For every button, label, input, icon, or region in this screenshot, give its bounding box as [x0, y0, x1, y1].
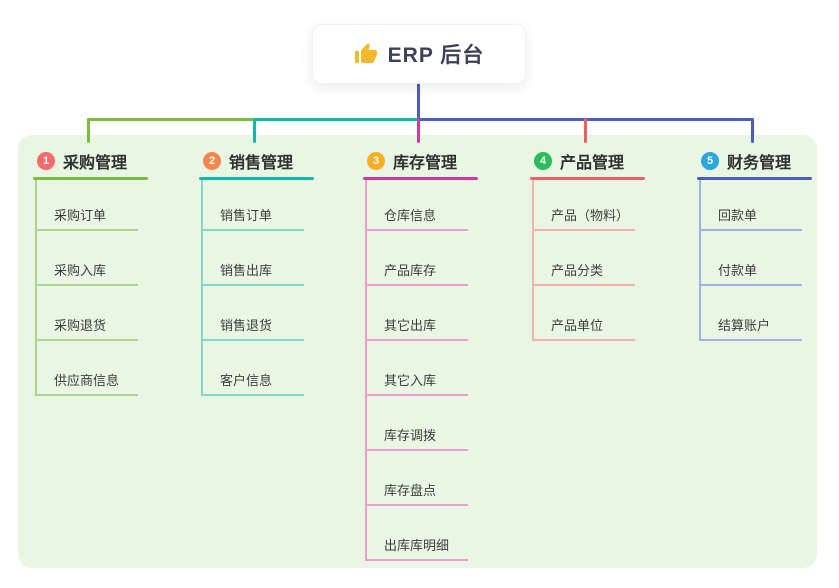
branch-drop-line	[750, 118, 754, 143]
root-node[interactable]: ERP 后台	[312, 24, 526, 84]
children-connector-line	[699, 180, 701, 341]
trunk-segment-teal	[254, 118, 418, 121]
branch-underline	[363, 177, 478, 180]
branch-header[interactable]: 3 库存管理	[367, 150, 457, 172]
child-node-销售订单[interactable]: 销售订单	[220, 208, 273, 223]
child-node-回款单[interactable]: 回款单	[718, 208, 758, 223]
branch-title: 采购管理	[63, 155, 128, 172]
branch-title: 销售管理	[229, 155, 294, 172]
branch-title: 产品管理	[560, 155, 625, 172]
child-node-产品单位[interactable]: 产品单位	[551, 318, 604, 333]
child-node-供应商信息[interactable]: 供应商信息	[54, 373, 120, 388]
child-node-其它出库[interactable]: 其它出库	[384, 318, 437, 333]
child-underline	[35, 394, 138, 396]
child-underline	[532, 229, 635, 231]
child-node-销售出库[interactable]: 销售出库	[220, 263, 273, 278]
trunk-segment-green	[86, 118, 254, 121]
children-connector-line	[201, 180, 203, 396]
children-connector-line	[365, 180, 367, 561]
children-connector-line	[35, 180, 37, 396]
child-underline	[365, 339, 468, 341]
branch-number-badge: 3	[367, 152, 385, 170]
root-node-label: ERP 后台	[387, 44, 485, 67]
child-node-其它入库[interactable]: 其它入库	[384, 373, 437, 388]
child-underline	[201, 229, 304, 231]
child-underline	[699, 284, 802, 286]
branch-drop-line	[86, 118, 90, 143]
child-underline	[365, 394, 468, 396]
thumbs-up-icon	[354, 42, 378, 66]
child-node-库存调拨[interactable]: 库存调拨	[384, 428, 437, 443]
child-node-产品分类[interactable]: 产品分类	[551, 263, 604, 278]
branch-header[interactable]: 4 产品管理	[534, 150, 624, 172]
child-underline	[365, 284, 468, 286]
branch-number-badge: 5	[701, 152, 719, 170]
child-node-产品库存[interactable]: 产品库存	[384, 263, 437, 278]
child-node-客户信息[interactable]: 客户信息	[220, 373, 273, 388]
child-underline	[532, 284, 635, 286]
branch-drop-line	[416, 118, 420, 143]
child-underline	[201, 394, 304, 396]
child-underline	[699, 339, 802, 341]
branch-number-badge: 1	[37, 152, 55, 170]
child-node-产品（物料）[interactable]: 产品（物料）	[551, 208, 630, 223]
branch-number-badge: 2	[203, 152, 221, 170]
child-underline	[365, 449, 468, 451]
branch-underline	[697, 177, 812, 180]
child-underline	[532, 339, 635, 341]
child-underline	[201, 284, 304, 286]
child-underline	[699, 229, 802, 231]
branch-underline	[199, 177, 314, 180]
child-node-出库库明细[interactable]: 出库库明细	[384, 538, 450, 553]
branch-underline	[33, 177, 148, 180]
child-underline	[365, 559, 468, 561]
child-node-库存盘点[interactable]: 库存盘点	[384, 483, 437, 498]
child-node-采购入库[interactable]: 采购入库	[54, 263, 107, 278]
board-background	[18, 135, 817, 568]
children-connector-line	[532, 180, 534, 341]
branch-header[interactable]: 2 销售管理	[203, 150, 293, 172]
branch-title: 库存管理	[393, 155, 458, 172]
branch-header[interactable]: 5 财务管理	[701, 150, 791, 172]
child-underline	[365, 229, 468, 231]
child-underline	[201, 339, 304, 341]
child-node-付款单[interactable]: 付款单	[718, 263, 758, 278]
child-underline	[35, 229, 138, 231]
child-node-采购退货[interactable]: 采购退货	[54, 318, 107, 333]
child-node-结算账户[interactable]: 结算账户	[718, 318, 771, 333]
child-node-仓库信息[interactable]: 仓库信息	[384, 208, 437, 223]
branch-title: 财务管理	[727, 155, 792, 172]
branch-drop-line	[252, 118, 256, 143]
child-node-采购订单[interactable]: 采购订单	[54, 208, 107, 223]
branch-header[interactable]: 1 采购管理	[37, 150, 127, 172]
branch-number-badge: 4	[534, 152, 552, 170]
root-connector-line	[416, 82, 420, 121]
child-underline	[35, 339, 138, 341]
child-underline	[365, 504, 468, 506]
branch-drop-line	[583, 118, 587, 143]
branch-underline	[530, 177, 645, 180]
child-underline	[35, 284, 138, 286]
child-node-销售退货[interactable]: 销售退货	[220, 318, 273, 333]
